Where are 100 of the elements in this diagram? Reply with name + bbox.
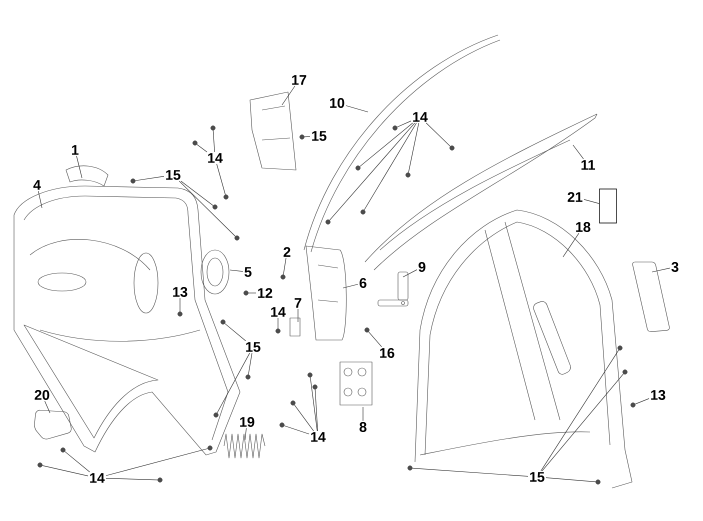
leader-line (634, 398, 650, 404)
leader-line (540, 350, 619, 472)
leader-line (342, 284, 358, 288)
leader-line (546, 477, 596, 482)
leader-line (402, 269, 418, 278)
screw (234, 236, 240, 240)
callout-number: 14 (271, 307, 286, 317)
callout-number: 6 (360, 278, 366, 288)
screw (356, 166, 360, 170)
leader-line (135, 176, 164, 181)
screw (38, 462, 42, 468)
leader-line (329, 122, 416, 220)
callout-number: 15 (246, 342, 260, 352)
leader-line (42, 465, 88, 476)
screw (326, 220, 330, 224)
label-rectangle (599, 188, 617, 224)
callout-number: 13 (651, 390, 666, 400)
leader-line (283, 258, 286, 275)
leader-line (106, 478, 158, 480)
callout-number: 17 (292, 75, 306, 85)
leader-line (360, 122, 413, 167)
screw (60, 448, 66, 452)
screw (158, 478, 162, 482)
leader-line (178, 180, 236, 237)
callout-number: 13 (173, 287, 188, 297)
leader-line (346, 105, 368, 112)
callout-number: 9 (418, 262, 426, 272)
leader-line (364, 122, 417, 210)
callout-number: 14 (413, 112, 428, 122)
leader-line (562, 232, 580, 258)
leader-line (412, 468, 528, 477)
leader-line (368, 332, 382, 348)
callout-number: 20 (34, 390, 50, 400)
callout-number: 15 (312, 131, 326, 141)
screw (450, 146, 454, 150)
leader-line (248, 352, 252, 375)
screw (622, 370, 628, 374)
leader-line (64, 451, 90, 472)
callout-number: 3 (671, 262, 678, 272)
leader-line (230, 270, 244, 272)
leader-line (408, 122, 420, 173)
screw (360, 210, 366, 214)
screw (210, 126, 216, 130)
screw (178, 312, 182, 316)
leader-line (180, 180, 214, 206)
leader-line (572, 144, 584, 160)
screw (618, 346, 622, 350)
leader-line (294, 404, 314, 432)
leader-line (426, 122, 451, 147)
callout-number: 8 (360, 422, 366, 432)
screw (364, 328, 370, 332)
screw (300, 134, 304, 140)
callout-number: 15 (530, 472, 544, 482)
leader-line (282, 86, 296, 106)
screw (130, 178, 136, 184)
leader-line (224, 323, 246, 342)
callout-number: 21 (568, 192, 582, 202)
screw (224, 194, 228, 200)
screw (192, 140, 198, 146)
callout-number: 19 (240, 417, 254, 427)
screw (220, 320, 226, 324)
screw (208, 446, 212, 450)
leader-line (304, 136, 310, 138)
screw (308, 372, 312, 378)
leader-line (216, 164, 226, 195)
leader-line (542, 374, 624, 472)
screw (212, 204, 218, 210)
leader-line (584, 199, 600, 204)
callout-number: 2 (284, 247, 290, 257)
screw (312, 384, 318, 390)
leader-line (216, 352, 250, 414)
callout-number: 4 (33, 180, 41, 190)
screw (246, 374, 250, 380)
leader-line (196, 144, 208, 152)
callout-number: 14 (208, 153, 223, 163)
screw (630, 402, 636, 408)
callout-number: 14 (311, 432, 326, 442)
screw (276, 328, 280, 334)
screw (392, 126, 398, 130)
callout-number: 1 (72, 145, 79, 155)
callout-number: 10 (330, 98, 344, 108)
leader-line (248, 292, 256, 294)
callout-number: 7 (294, 298, 302, 308)
leader-line (314, 389, 318, 432)
leader-line (76, 156, 82, 178)
callout-number: 14 (90, 473, 105, 483)
leader-line (310, 377, 318, 432)
leader-line (244, 428, 247, 440)
screw (280, 274, 286, 280)
callout-number: 16 (380, 348, 394, 358)
callout-number: 18 (576, 222, 590, 232)
leader-line (362, 406, 364, 422)
leader-line (652, 268, 670, 272)
screw (244, 290, 248, 296)
screw (290, 400, 296, 406)
leader-line (106, 448, 208, 476)
screw (406, 172, 410, 178)
leader-line (284, 425, 310, 434)
leader-line (212, 130, 215, 152)
screw (280, 422, 284, 428)
